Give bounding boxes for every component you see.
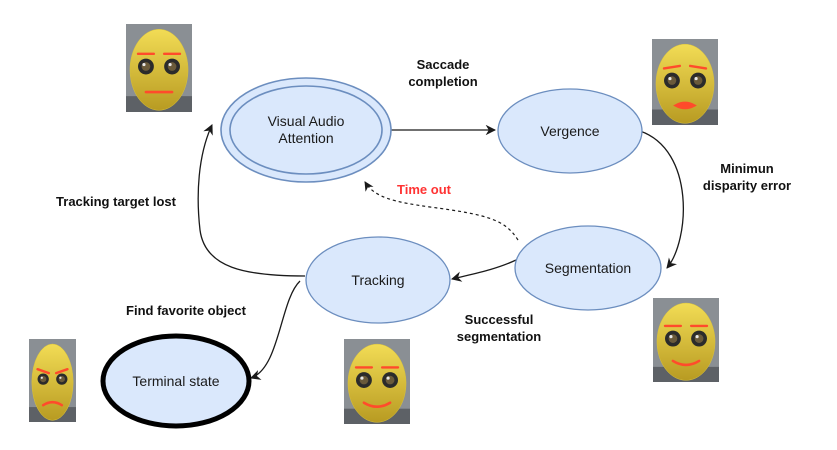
node-tracking: Tracking — [305, 236, 451, 324]
edge-label-find-favorite-object: Find favorite object — [126, 303, 247, 318]
edge-time-out — [364, 181, 519, 241]
edge-label-time-out: Time out — [397, 182, 452, 197]
node-label-vergence: Vergence — [540, 123, 599, 139]
edge-minimum-disparity — [639, 130, 684, 269]
edge-tracking-target-lost — [197, 124, 306, 277]
node-segmentation: Segmentation — [514, 225, 662, 311]
node-label-tracking: Tracking — [351, 272, 404, 288]
robot-face-happy — [344, 339, 410, 424]
robot-face-neutral — [126, 24, 192, 112]
robot-faces-group — [29, 24, 719, 424]
robot-face-frowning — [29, 339, 76, 422]
edge-successful-segmentation — [450, 259, 517, 282]
robot-face-smiling — [653, 298, 719, 382]
node-terminal-state: Terminal state — [100, 333, 252, 429]
node-vergence: Vergence — [497, 88, 643, 174]
node-label-segmentation: Segmentation — [545, 260, 631, 276]
edge-find-favorite-object — [250, 280, 301, 380]
edge-label-tracking-target-lost: Tracking target lost — [56, 194, 177, 209]
node-label-terminal: Terminal state — [132, 373, 219, 389]
robot-face-surprised — [652, 39, 718, 125]
